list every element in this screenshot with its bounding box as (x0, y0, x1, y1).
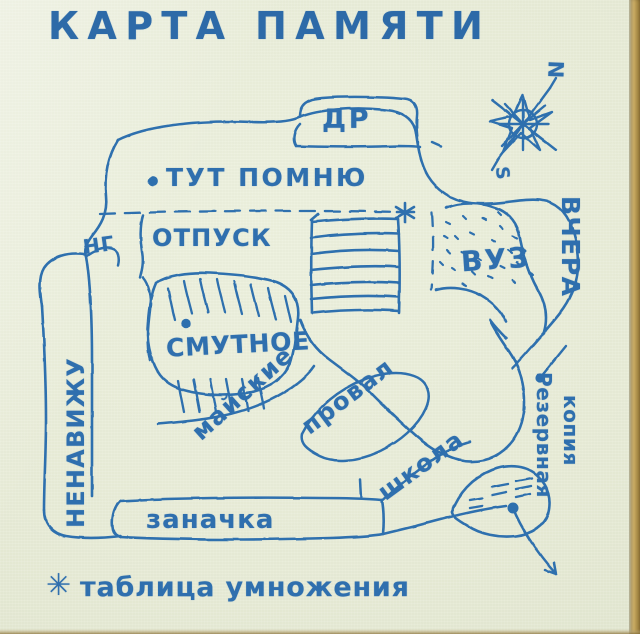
central-coastline (298, 318, 526, 463)
rezervnaya-kopiya-island (450, 464, 551, 538)
smutnoe-region-outline (141, 271, 300, 397)
dashed-boundary-north (98, 209, 402, 216)
otpusk-region-border (138, 213, 145, 280)
legend-text: таблица умножения (80, 572, 410, 603)
region-label-tut-pomnyu: ТУТ ПОМНЮ (166, 163, 368, 192)
legend-asterisk-icon: ✳ (46, 568, 73, 603)
shkola-boundary (358, 440, 472, 502)
region-label-vchera: ВЧЕРА (556, 196, 585, 298)
island-pointer-line (511, 506, 558, 576)
ladder-grid-structure (309, 212, 401, 315)
compass-south-label: S (490, 165, 514, 182)
compass-north-label: N (543, 60, 568, 80)
region-label-vuz: ВУЗ (459, 240, 532, 279)
region-label-rezervnaya: Резервная (532, 372, 556, 498)
ng-region-border (84, 246, 120, 268)
region-label-dr: ДР (322, 104, 372, 135)
vchera-leader-line (510, 328, 568, 383)
vuz-region-outline (434, 202, 548, 334)
region-label-nenavizhu: НЕНАВИЖУ (62, 356, 90, 528)
island-detail-marks (468, 476, 534, 510)
mayskie-boundary (156, 364, 316, 426)
dashed-boundary-vuz-west (429, 211, 435, 292)
table-edge-right (629, 0, 640, 634)
region-label-otpusk: ОТПУСК (152, 224, 272, 252)
table-edge-bottom (0, 629, 640, 634)
proval-region-outline (300, 371, 430, 462)
smutnoe-center-dot (181, 319, 191, 329)
region-label-kopiya: копия (559, 395, 583, 466)
asterisk-marker (394, 201, 416, 224)
tut-pomnyu-marker-dot (148, 176, 158, 186)
region-label-ng: НГ (81, 230, 117, 260)
dr-region-box (292, 95, 443, 149)
page-title: КАРТА ПАМЯТИ (48, 4, 492, 48)
south-coastline (381, 504, 508, 536)
vuz-stipple-pattern (438, 210, 535, 288)
compass-rose (488, 76, 558, 172)
main-landmass-outline (83, 107, 580, 332)
smutnoe-hatching-top (166, 277, 293, 324)
region-label-zanachka: заначка (146, 505, 275, 535)
nenavizhu-west-strip (38, 252, 122, 540)
